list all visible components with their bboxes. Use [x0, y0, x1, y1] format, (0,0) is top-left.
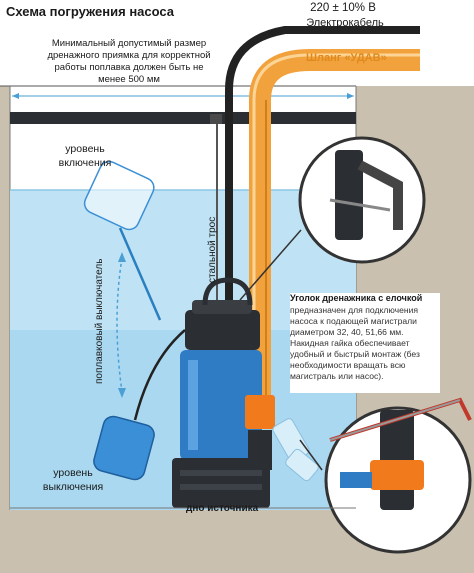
pump-body: [180, 350, 262, 460]
left-wall: [0, 86, 10, 573]
fitting-info-box: Уголок дренажника с елочкой предназначен…: [290, 293, 440, 393]
udav-hose: [249, 49, 420, 400]
hose-label: Шланг «УДАВ»: [306, 52, 387, 64]
float-lower: [93, 415, 155, 481]
float-cable: [133, 329, 186, 421]
support-bar: [10, 112, 356, 124]
outlet-nut: [245, 395, 275, 429]
electric-cable: [225, 26, 420, 315]
diagram-title: Схема погружения насоса: [6, 4, 175, 19]
cable-label: Электрокабель: [306, 17, 384, 29]
pump-head: [185, 310, 260, 350]
pit-size-note: Минимальный допустимый размер дренажного…: [47, 38, 211, 85]
float-switch-label: поплавковый выключатель: [94, 258, 105, 384]
fitting-info-text: предназначен для подключения насоса к по…: [290, 305, 420, 381]
pump-handle: [202, 277, 253, 306]
float-travel-arrow: [116, 257, 123, 393]
float-upper: [83, 160, 155, 231]
fitting-info-title: Уголок дренажника с елочкой: [290, 293, 423, 303]
steel-rope-label: стальной трос: [207, 216, 218, 283]
bottom-label: дно источника: [186, 503, 259, 514]
voltage-label: 220 ± 10% В: [310, 2, 376, 14]
